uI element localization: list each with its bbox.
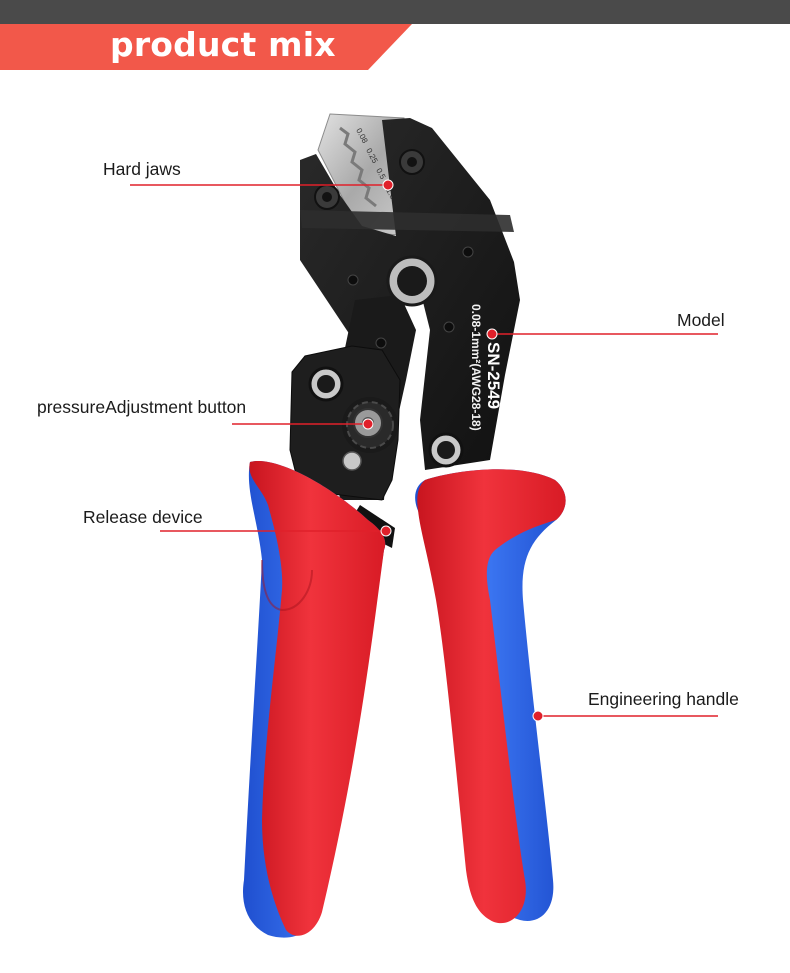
callout-hard-jaws: Hard jaws: [103, 159, 181, 179]
left-handle: [243, 460, 386, 938]
callout-model: Model: [677, 310, 725, 330]
callout-lines: [130, 179, 718, 722]
model-number: SN-2549: [484, 342, 503, 409]
banner-shape: [0, 24, 412, 70]
right-handle: [415, 469, 566, 924]
top-bar: [0, 0, 790, 24]
section-banner: product mix: [0, 24, 420, 70]
banner-title: product mix: [110, 25, 336, 64]
model-spec: 0.08-1mm²(AWG28-18): [469, 304, 483, 431]
model-engraving: 0.08-1mm²(AWG28-18) SN-2549: [469, 304, 503, 431]
callout-release-device: Release device: [83, 507, 203, 527]
pivot-bolts: [308, 149, 474, 468]
callout-engineering-handle: Engineering handle: [588, 689, 739, 709]
callout-pressure-button: pressureAdjustment button: [37, 397, 247, 417]
tool-head-frame: [300, 118, 520, 470]
